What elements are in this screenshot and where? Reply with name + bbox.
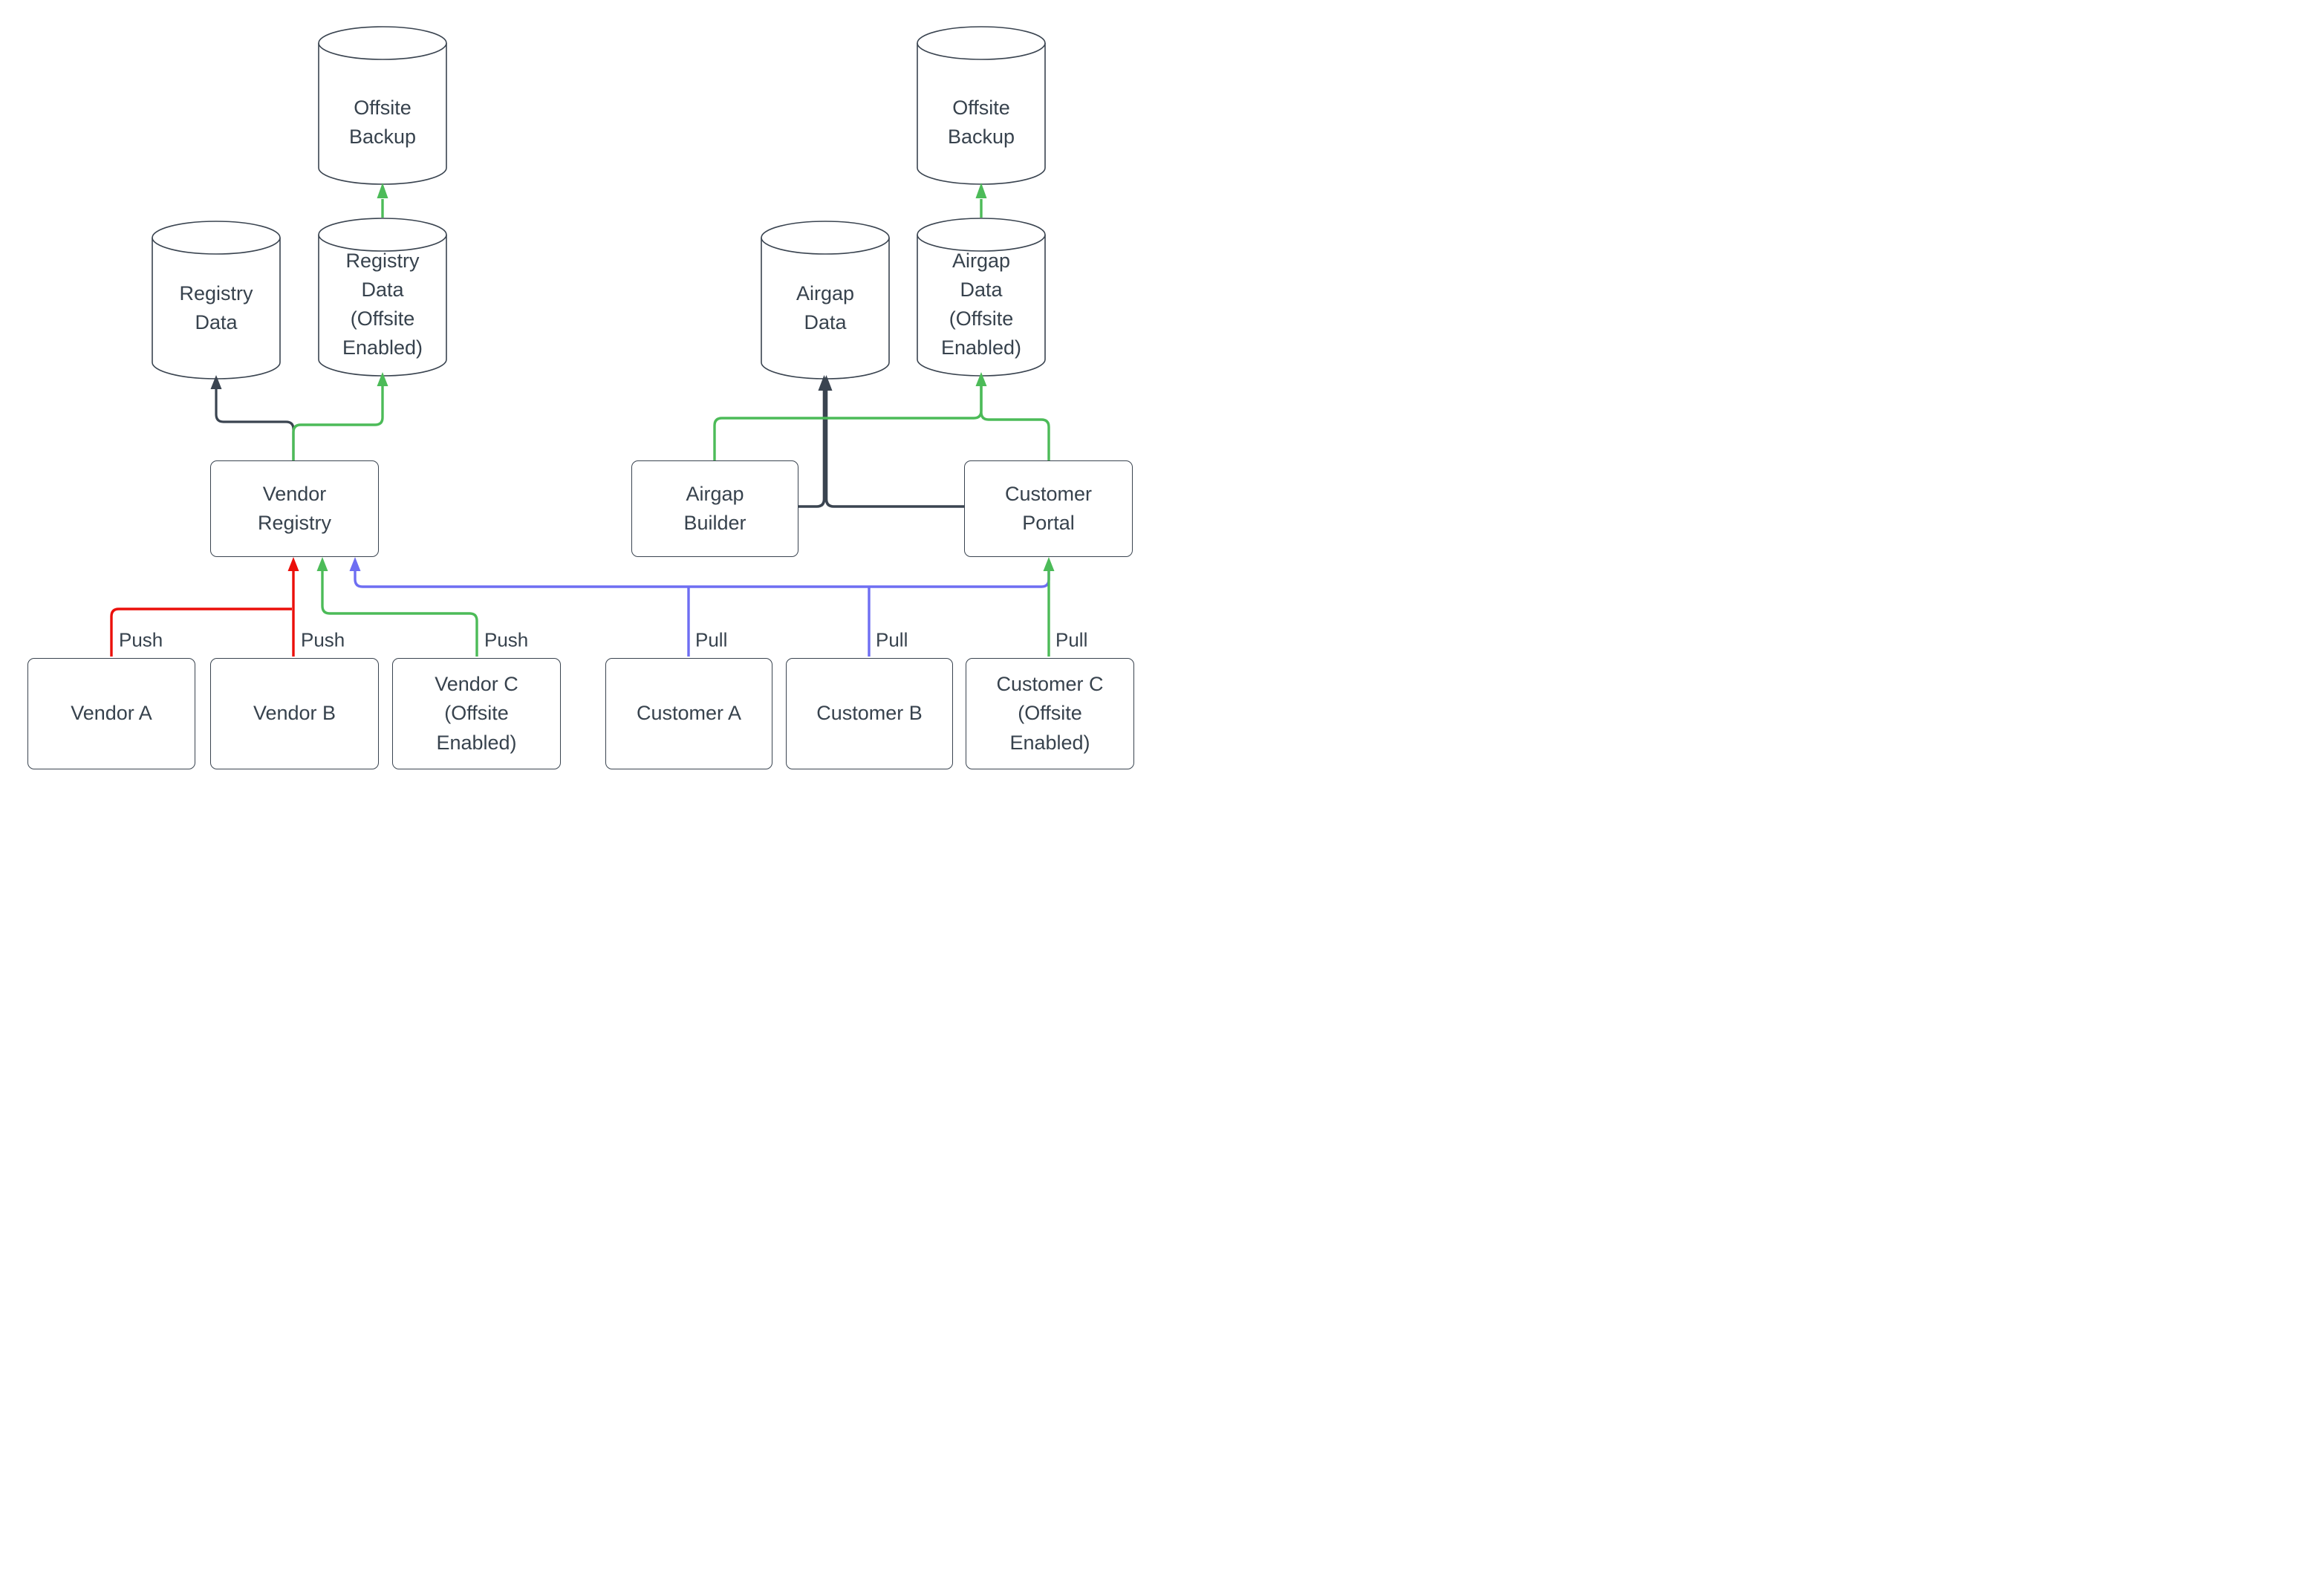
node-label: Customer C (Offsite Enabled): [996, 673, 1104, 754]
node-customer-portal: Customer Portal: [964, 460, 1133, 557]
node-customer-b: Customer B: [786, 658, 953, 769]
arrowhead-registry-data-offsite: [377, 372, 388, 386]
arrowhead-airgap-data-2: [820, 375, 833, 391]
arrowhead-offsite-backup-left: [377, 183, 388, 198]
arrowhead-offsite-backup-right: [975, 183, 987, 198]
edge-customer-portal-to-airgap-data: [824, 388, 964, 508]
cylinder-body: [917, 43, 1046, 185]
node-label: Customer Portal: [1004, 482, 1093, 534]
arrowhead-registry-data: [210, 375, 222, 389]
node-label: Vendor Registry: [257, 482, 332, 534]
cylinder-body: [761, 238, 890, 380]
node-airgap-builder: Airgap Builder: [631, 460, 798, 557]
edge-airgap-builder-to-airgap-data: [798, 388, 826, 508]
cylinder-airgap-data: [761, 221, 890, 380]
edge-customer-portal-to-airgap-data-offsite: [980, 385, 1050, 460]
arrowhead-vendor-registry-red: [287, 557, 299, 571]
cylinder-top: [917, 26, 1046, 60]
cylinder-top: [761, 221, 890, 255]
cylinder-body: [318, 235, 447, 377]
edge-label-push-vendor-c: Push: [484, 628, 529, 651]
edge-vendor-registry-to-registry-data-offsite: [292, 382, 384, 460]
cylinder-offsite-backup-right: [917, 26, 1046, 185]
arrowhead-airgap-data-offsite: [975, 372, 987, 386]
node-label: Customer A: [636, 702, 742, 725]
edge-label-pull-customer-a: Pull: [695, 628, 728, 651]
diagram-canvas: Offsite Backup Registry Data Registry Da…: [0, 0, 1156, 798]
edge-customer-portal-to-vendor-registry: [354, 561, 1050, 588]
node-label: Vendor C (Offsite Enabled): [435, 673, 518, 754]
arrowhead-customer-portal: [1043, 557, 1055, 571]
edge-label-push-vendor-a: Push: [119, 628, 163, 651]
edge-airgap-builder-to-airgap-data-offsite: [713, 385, 983, 460]
edge-vendor-c-to-vendor-registry: [321, 570, 478, 657]
node-customer-a: Customer A: [605, 658, 772, 769]
cylinder-body: [152, 238, 281, 380]
cylinder-body: [917, 235, 1046, 377]
cylinder-top: [318, 218, 447, 252]
edge-label-push-vendor-b: Push: [301, 628, 345, 651]
node-customer-c: Customer C (Offsite Enabled): [966, 658, 1134, 769]
node-label: Vendor A: [71, 702, 152, 725]
diagram-wires-layer: [110, 26, 1055, 657]
edge-vendor-registry-to-registry-data: [215, 388, 295, 460]
edge-vendor-a-to-vendor-registry: [110, 608, 292, 657]
cylinder-top: [318, 26, 447, 60]
cylinder-top: [917, 218, 1046, 252]
node-vendor-b: Vendor B: [210, 658, 379, 769]
edge-label-pull-customer-c: Pull: [1055, 628, 1088, 651]
cylinder-offsite-backup-left: [318, 26, 447, 185]
node-vendor-registry: Vendor Registry: [210, 460, 379, 557]
node-label: Customer B: [816, 702, 923, 725]
node-label: Airgap Builder: [683, 482, 746, 534]
arrowhead-vendor-registry-blue: [349, 557, 361, 571]
node-label: Vendor B: [253, 702, 336, 725]
edge-label-pull-customer-b: Pull: [876, 628, 908, 651]
cylinder-top: [152, 221, 281, 255]
node-vendor-a: Vendor A: [27, 658, 195, 769]
cylinder-body: [318, 43, 447, 185]
arrowhead-vendor-registry-green: [316, 557, 328, 571]
node-vendor-c: Vendor C (Offsite Enabled): [392, 658, 561, 769]
cylinder-registry-data-offsite: [318, 218, 447, 377]
cylinder-registry-data: [152, 221, 281, 380]
cylinder-airgap-data-offsite: [917, 218, 1046, 377]
